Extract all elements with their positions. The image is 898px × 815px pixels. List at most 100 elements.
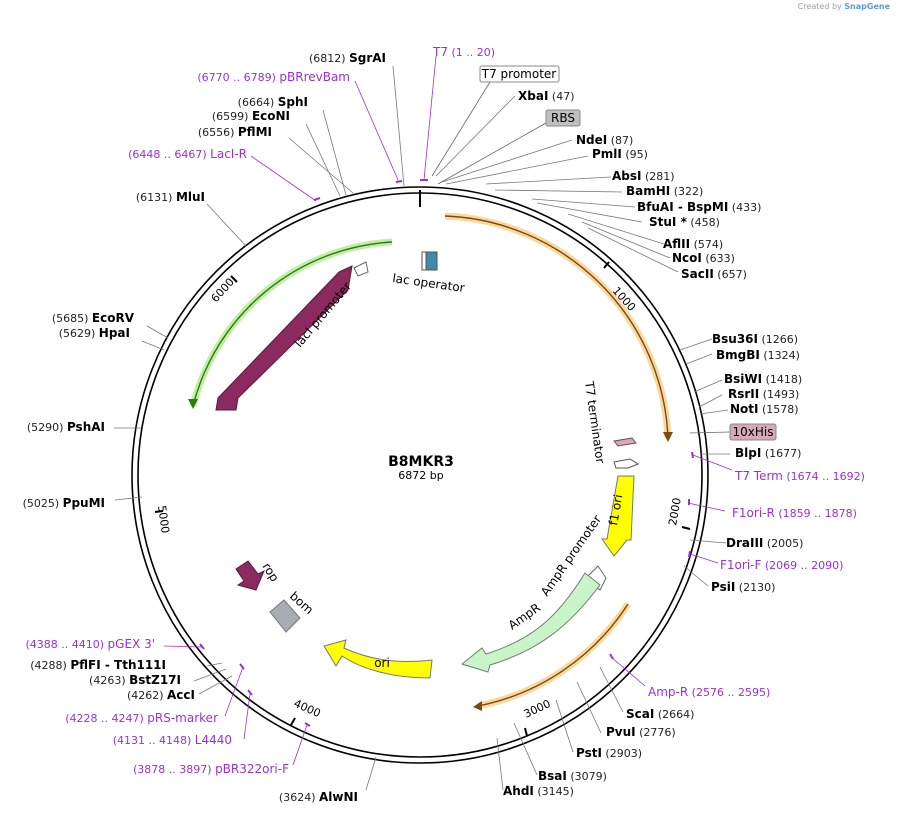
primer-position: (6448 .. 6467) — [128, 148, 210, 161]
restriction-site-label: (6664) SphI — [238, 95, 308, 109]
primer-name: pBR322ori-F — [215, 762, 289, 776]
restriction-site-label: PmlI (95) — [592, 147, 648, 161]
restriction-site-label: (6131) MluI — [136, 190, 205, 204]
restriction-site-label: SacII (657) — [681, 267, 747, 281]
primer-label: (6770 .. 6789) pBRrevBam — [197, 70, 350, 84]
his-tag-label: 10xHis — [733, 425, 774, 439]
tick-label-4000: 4000 — [292, 697, 323, 720]
site-name: ScaI — [626, 707, 654, 721]
primer-position: (4388 .. 4410) — [25, 638, 107, 651]
tick-label-5000: 5000 — [155, 505, 172, 535]
rop-feature — [235, 560, 265, 591]
site-position: (2130) — [735, 581, 775, 594]
site-name: AhdI — [503, 784, 534, 798]
site-name: NdeI — [576, 133, 607, 147]
sites-right: XbaI (47)NdeI (87)PmlI (95)AbsI (281)Bam… — [503, 89, 803, 798]
site-position: (3079) — [567, 770, 607, 783]
site-name: SacII — [681, 267, 714, 281]
restriction-site-label: (3624) AlwNI — [279, 790, 358, 804]
primer-name: LacI-R — [210, 147, 247, 161]
primer-position: (1859 .. 1878) — [775, 507, 857, 520]
restriction-site-label: BsaI (3079) — [538, 769, 607, 783]
site-position: (95) — [622, 148, 648, 161]
bom-feature — [269, 599, 301, 633]
site-position: (657) — [714, 268, 747, 281]
snapgene-brand: SnapGene — [844, 2, 890, 11]
site-position: (4263) — [89, 674, 129, 687]
lac-operator-label: lac operator — [392, 271, 466, 295]
primer-position: (2069 .. 2090) — [761, 559, 843, 572]
site-name: PflMI — [238, 125, 272, 139]
site-position: (1677) — [761, 447, 801, 460]
site-name: DraIII — [726, 536, 763, 550]
tick-label-2000: 2000 — [666, 497, 684, 527]
credit-prefix: Created by — [797, 2, 842, 11]
site-position: (2005) — [763, 537, 803, 550]
site-position: (87) — [607, 134, 633, 147]
site-name: AflII — [663, 237, 690, 251]
site-position: (1493) — [759, 388, 799, 401]
tick-label-3000: 3000 — [522, 697, 553, 721]
primer-label: T7 (1 .. 20) — [432, 45, 495, 59]
restriction-site-label: (5685) EcoRV — [52, 311, 135, 325]
site-name: HpaI — [99, 326, 130, 340]
primer-name: L4440 — [195, 733, 232, 747]
primer-position: (6770 .. 6789) — [197, 71, 279, 84]
site-name: PpuMI — [63, 496, 105, 510]
site-name: SphI — [278, 95, 308, 109]
site-name: MluI — [176, 190, 205, 204]
primer-label: (4388 .. 4410) pGEX 3' — [25, 637, 155, 651]
site-name: SgrAI — [349, 51, 386, 65]
site-position: (6599) — [212, 110, 252, 123]
restriction-site-label: (4262) AccI — [127, 688, 195, 702]
restriction-site-label: NotI (1578) — [730, 402, 799, 416]
primer-name: F1ori-F — [720, 558, 761, 572]
ori-label: ori — [374, 656, 390, 670]
plasmid-name: B8MKR3 — [388, 454, 454, 470]
orf-arcs — [188, 212, 673, 711]
restriction-site-label: BsiWI (1418) — [724, 372, 802, 386]
site-name: AccI — [167, 688, 195, 702]
rbs-label: RBS — [551, 111, 575, 125]
site-position: (281) — [641, 170, 674, 183]
his-tag-box — [729, 423, 777, 441]
t7-promoter-box — [479, 65, 560, 83]
primer-name: pBRrevBam — [279, 70, 350, 84]
primer-leader-lines — [163, 55, 733, 766]
restriction-site-label: AflII (574) — [663, 237, 723, 251]
site-position: (1578) — [759, 403, 799, 416]
site-position: (1324) — [760, 349, 800, 362]
restriction-site-label: NcoI (633) — [672, 251, 735, 265]
restriction-site-label: PstI (2903) — [576, 746, 642, 760]
restriction-site-label: BlpI (1677) — [735, 446, 801, 460]
site-position: (1418) — [762, 373, 802, 386]
site-position: (433) — [728, 201, 761, 214]
site-position: (2776) — [636, 726, 676, 739]
site-position: (6664) — [238, 96, 278, 109]
restriction-site-label: (6812) SgrAI — [309, 51, 386, 65]
primer-label: F1ori-F (2069 .. 2090) — [720, 558, 843, 572]
site-position: (5290) — [27, 421, 67, 434]
primer-label: (4131 .. 4148) L4440 — [113, 733, 232, 747]
rop-label: rop — [259, 560, 281, 584]
primer-position: (4228 .. 4247) — [65, 712, 147, 725]
site-name: BmgBI — [716, 348, 760, 362]
t7-terminator-feature — [613, 437, 637, 447]
snapgene-credit: Created by SnapGene — [798, 2, 890, 11]
restriction-site-label: DraIII (2005) — [726, 536, 803, 550]
primer-name: pRS-marker — [147, 711, 218, 725]
site-name: AbsI — [612, 169, 641, 183]
primer-name: T7 Term — [734, 469, 783, 483]
site-name: PsiI — [711, 580, 735, 594]
primer-label: (4228 .. 4247) pRS-marker — [65, 711, 218, 725]
site-name: Bsu36I — [712, 332, 758, 346]
tick-marks — [154, 261, 691, 737]
restriction-site-label: BmgBI (1324) — [716, 348, 800, 362]
rbs-box — [545, 109, 581, 127]
restriction-site-label: (5290) PshAI — [27, 420, 105, 434]
plasmid-length: 6872 bp — [398, 469, 443, 482]
site-position: (6556) — [198, 126, 238, 139]
site-position: (1266) — [758, 333, 798, 346]
restriction-site-label: PsiI (2130) — [711, 580, 775, 594]
